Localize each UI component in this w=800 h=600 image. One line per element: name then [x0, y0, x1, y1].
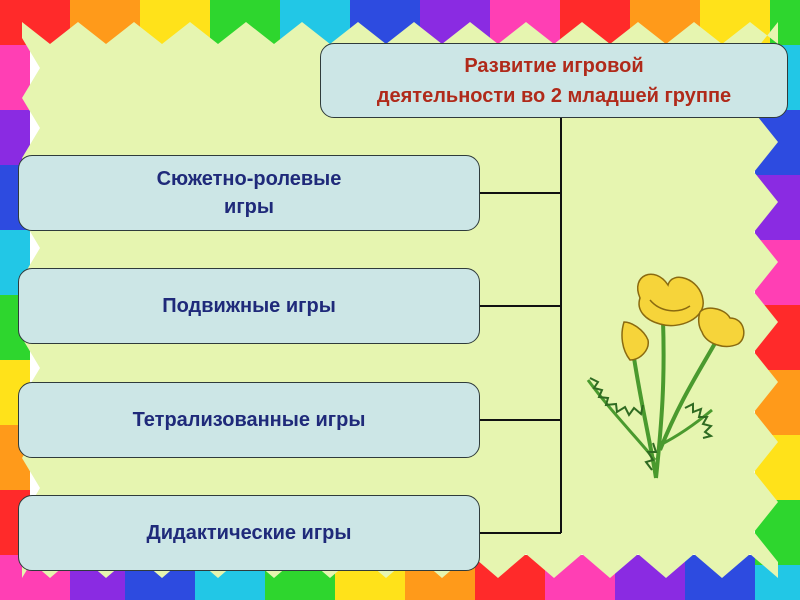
- category-box-didactic: Дидактические игры: [18, 495, 480, 571]
- category-label: Тетрализованные игры: [132, 409, 366, 431]
- category-box-outdoor: Подвижные игры: [18, 268, 480, 344]
- category-box-theatrical: Тетрализованные игры: [18, 382, 480, 458]
- category-box-role-play: Сюжетно-ролевые игры: [18, 155, 480, 231]
- category-label: Дидактические игры: [146, 522, 352, 544]
- diagram-title: Развитие игровой деятельности во 2 младш…: [376, 54, 732, 107]
- diagram-title-box: Развитие игровой деятельности во 2 младш…: [320, 43, 788, 118]
- category-label: Сюжетно-ролевые игры: [156, 168, 342, 218]
- category-label: Подвижные игры: [162, 295, 336, 317]
